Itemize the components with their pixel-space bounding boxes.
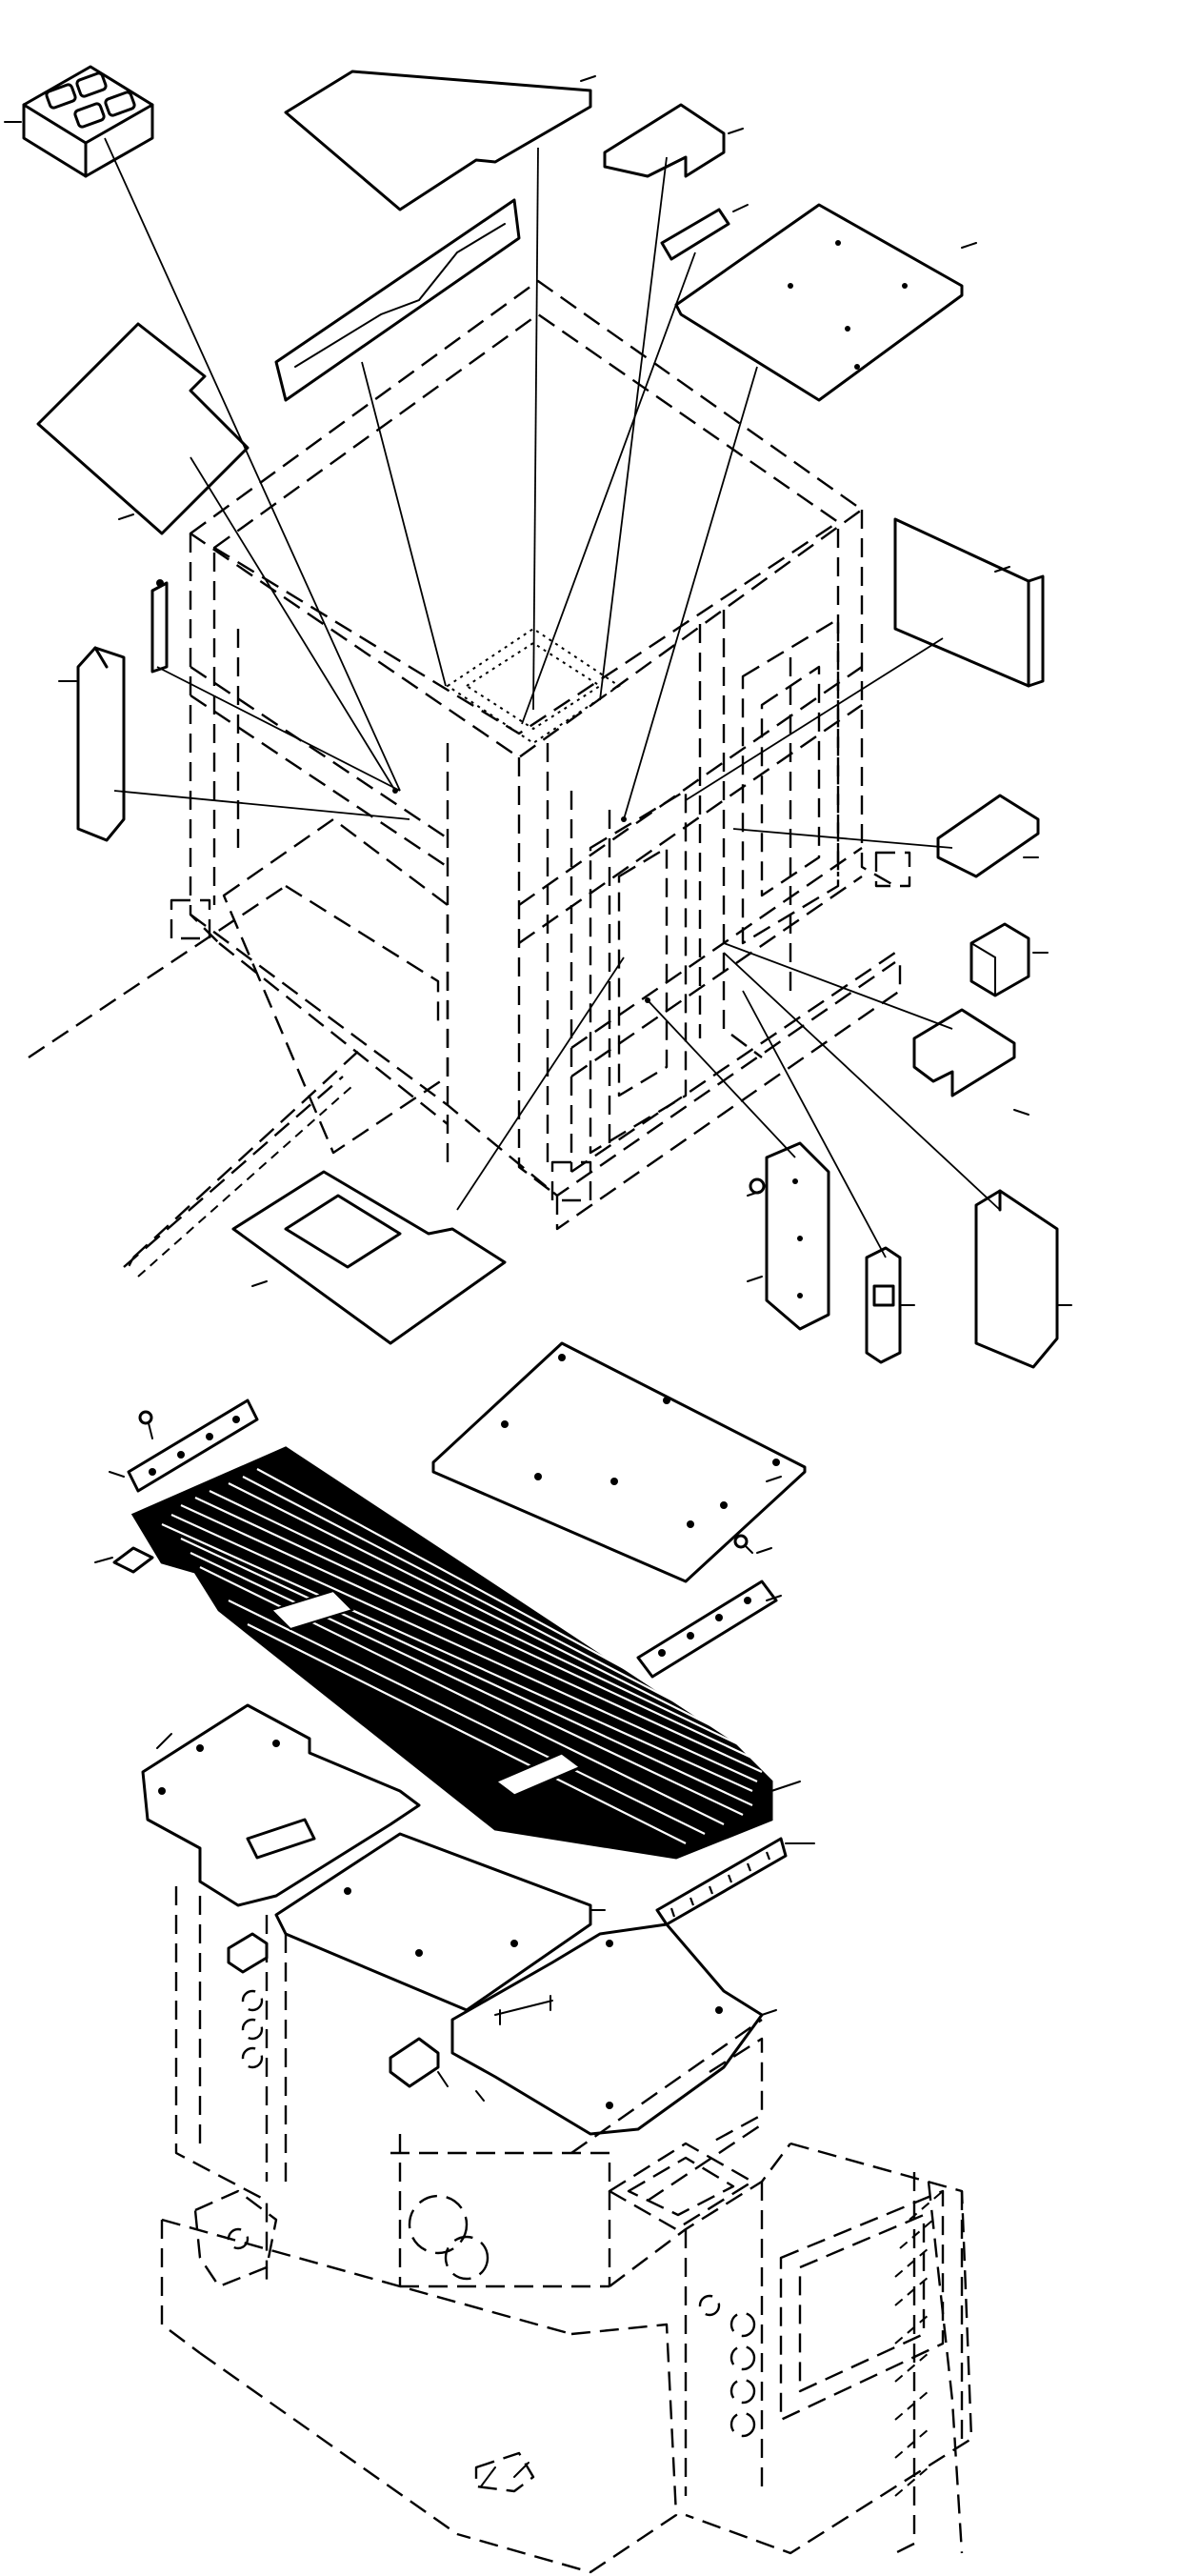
mat-hinge-part — [112, 1546, 583, 1798]
roof-pad-block-part — [22, 65, 154, 178]
door-pad-part — [974, 1189, 1059, 1369]
small-roof-block-part — [603, 103, 726, 178]
callout-leader-lines-lower — [94, 1471, 815, 2102]
roof-liner-panel-part — [284, 70, 592, 211]
connector-block-part — [969, 922, 1030, 997]
side-pad-block-part — [936, 794, 1040, 878]
callout-leader-lines-upper — [104, 137, 1001, 1258]
floor-corner-pad-part — [912, 1008, 1016, 1097]
access-cover-plate-part — [431, 1341, 807, 1583]
bolt-icons — [138, 1410, 753, 1554]
left-roof-pad-part — [36, 322, 250, 535]
floor-plate-left-part — [141, 1703, 421, 1907]
roof-side-liner-part — [274, 198, 521, 402]
small-pad-lower-center-part — [389, 2037, 440, 2088]
rear-roof-plate-part — [674, 203, 964, 402]
floor-mat-ribbed-part — [130, 1446, 773, 1860]
cab-frame-outline — [28, 279, 911, 1278]
mounting-strip-right-part — [636, 1580, 778, 1679]
small-pad-lower-left-part — [227, 1932, 269, 1974]
rear-wall-pad-part — [893, 517, 1045, 688]
mounting-strip-left-part — [127, 1399, 259, 1493]
chassis-outline — [160, 1886, 973, 2574]
pillar-trim-part — [150, 579, 169, 674]
roof-strip-part — [660, 208, 730, 261]
floor-mat-upper-part — [231, 1170, 507, 1345]
callout-stubs-upper — [4, 75, 1072, 1306]
front-pillar-pad-part — [76, 646, 126, 842]
floor-plate-right-part — [450, 1922, 764, 2136]
rear-pillar-plate-part — [765, 1141, 830, 1331]
mat-edge-strip-part — [655, 1837, 788, 1926]
latch-bracket-part — [865, 1246, 902, 1364]
